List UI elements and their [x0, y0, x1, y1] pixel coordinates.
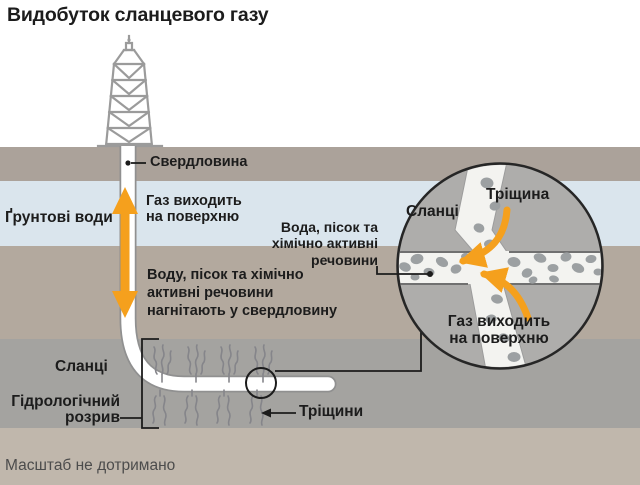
layer-bedrock	[0, 428, 640, 485]
zoom-source-circle	[245, 367, 277, 399]
fractures-leader-arrow	[261, 408, 296, 418]
mixture-pointer-dot	[427, 271, 433, 277]
gas-flow-arrows	[458, 206, 532, 322]
fracturing-bracket	[141, 338, 159, 429]
mixture-pointer	[376, 266, 433, 277]
fractures-label: Тріщини	[299, 403, 364, 420]
shale-label: Сланці	[55, 358, 108, 375]
well-label: Свердловина	[150, 154, 248, 170]
zoom-connector-line	[275, 331, 422, 372]
inset-shale-label: Сланці	[406, 203, 459, 220]
flow-direction-arrow	[112, 187, 138, 318]
page-title: Видобуток сланцевого газу	[7, 4, 269, 26]
magnifier-inset	[396, 162, 604, 370]
scale-disclaimer: Масштаб не дотримано	[5, 457, 176, 474]
inset-gas-label: Газ виходить на поверхню	[447, 313, 551, 347]
ground-water-label: Ґрунтові води	[5, 209, 113, 226]
inset-fracture-label: Тріщина	[486, 186, 550, 203]
drilling-rig-icon	[96, 34, 164, 148]
well-leader-line	[125, 160, 146, 166]
mixture-label: Вода, пісок та хімічно активні речовини	[271, 219, 378, 268]
gas-to-surface-label: Газ виходить на поверхню	[146, 193, 242, 225]
hydraulic-fracturing-label: Гідрологічний розрив	[11, 393, 120, 426]
injection-label: Воду, пісок та хімічно активні речовини …	[147, 267, 338, 319]
